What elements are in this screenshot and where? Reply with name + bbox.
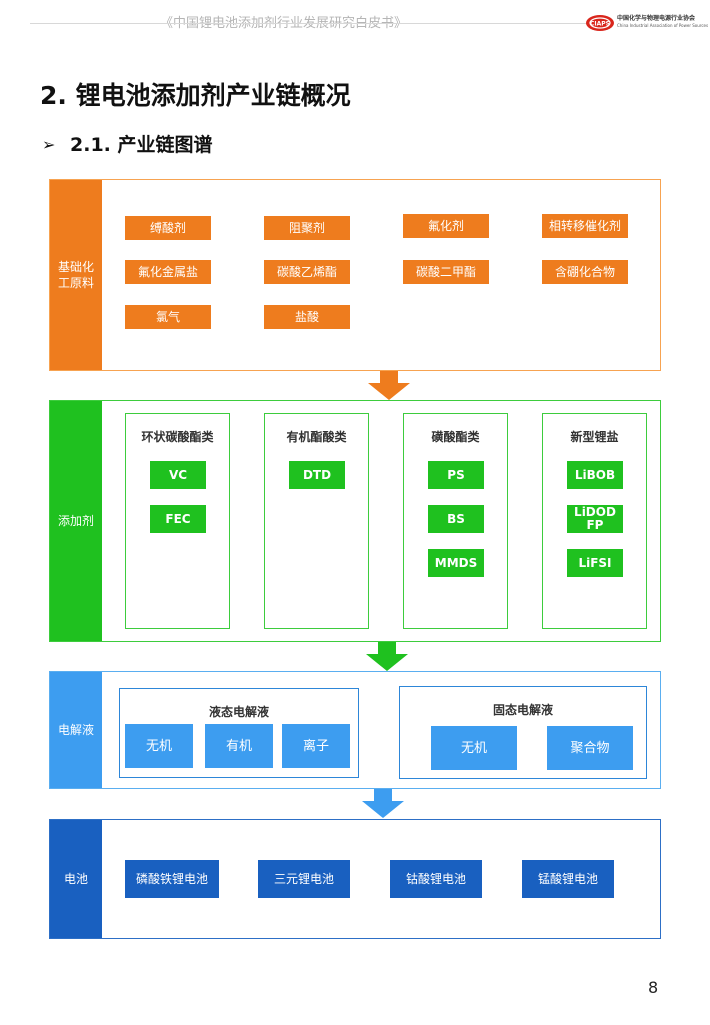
liquid-electrolyte-group: 液态电解液 无机 有机 离子	[119, 688, 359, 778]
document-title: 《中国锂电池添加剂行业发展研究白皮书》	[160, 16, 408, 31]
base-material-chip: 相转移催化剂	[542, 214, 628, 238]
additive-group-new-lithium-salts: 新型锂盐 LiBOB LiDOD FP LiFSI	[542, 413, 647, 629]
battery-section: 电池 磷酸铁锂电池 三元锂电池 钴酸锂电池 锰酸锂电池	[49, 819, 661, 939]
liquid-electrolyte-title: 液态电解液	[208, 705, 269, 719]
electrolyte-chip: 聚合物	[547, 726, 633, 770]
solid-electrolyte-group: 固态电解液 无机 聚合物	[399, 686, 647, 779]
additive-chip: MMDS	[428, 549, 484, 577]
additive-group-title: 有机酯酸类	[286, 430, 347, 444]
additive-chip: VC	[150, 461, 206, 489]
additive-chip: FEC	[150, 505, 206, 533]
additive-chip: LiDOD FP	[567, 505, 623, 533]
subsection-heading: 2.1. 产业链图谱	[70, 134, 213, 156]
base-material-chip: 碳酸乙烯酯	[264, 260, 350, 284]
battery-label: 电池	[50, 820, 102, 938]
solid-electrolyte-title: 固态电解液	[492, 703, 553, 717]
association-logo: CIAPS	[586, 15, 614, 31]
section-heading: 2. 锂电池添加剂产业链概况	[40, 81, 351, 110]
base-material-chip: 阻聚剂	[264, 216, 350, 240]
additive-chip: PS	[428, 461, 484, 489]
base-material-chip: 缚酸剂	[125, 216, 211, 240]
base-material-chip: 碳酸二甲酯	[403, 260, 489, 284]
electrolyte-chip: 有机	[205, 724, 273, 768]
base-material-chip: 氯气	[125, 305, 211, 329]
battery-chip: 锰酸锂电池	[522, 860, 614, 898]
electrolyte-chip: 离子	[282, 724, 350, 768]
base-material-chip: 含硼化合物	[542, 260, 628, 284]
association-name-en: China Industrial Association of Power So…	[617, 23, 709, 28]
electrolyte-chip: 无机	[125, 724, 193, 768]
additive-group-sulfonates: 磺酸酯类 PS BS MMDS	[403, 413, 508, 629]
base-material-chip: 氟化金属盐	[125, 260, 211, 284]
additive-chip: DTD	[289, 461, 345, 489]
additives-section: 添加剂 环状碳酸酯类 VC FEC 有机酯酸类 DTD 磺酸酯类 PS BS M…	[49, 400, 661, 642]
additive-group-title: 磺酸酯类	[431, 430, 480, 444]
additive-group-cyclic-carbonates: 环状碳酸酯类 VC FEC	[125, 413, 230, 629]
electrolyte-section: 电解液 液态电解液 无机 有机 离子 固态电解液 无机 聚合物	[49, 671, 661, 789]
battery-chip: 钴酸锂电池	[390, 860, 482, 898]
additive-chip: LiBOB	[567, 461, 623, 489]
association-name: 中国化学与物理电源行业协会 China Industrial Associati…	[617, 15, 708, 29]
electrolyte-chip: 无机	[431, 726, 517, 770]
flow-arrow-down-icon	[368, 371, 410, 400]
additive-group-organic-esters: 有机酯酸类 DTD	[264, 413, 369, 629]
base-material-chip: 盐酸	[264, 305, 350, 329]
flow-arrow-down-icon	[362, 789, 404, 818]
page-number: 8	[648, 978, 659, 997]
additive-chip: BS	[428, 505, 484, 533]
additive-chip: LiFSI	[567, 549, 623, 577]
additive-group-title: 新型锂盐	[570, 430, 619, 444]
additives-label: 添加剂	[50, 401, 102, 641]
header-divider	[30, 23, 590, 24]
additive-group-title: 环状碳酸酯类	[141, 430, 214, 444]
association-name-cn: 中国化学与物理电源行业协会	[617, 15, 696, 22]
subsection-marker-icon: ➢	[42, 135, 56, 154]
base-material-chip: 氟化剂	[403, 214, 489, 238]
electrolyte-label: 电解液	[50, 672, 102, 788]
base-materials-section: 基础化 工原料 缚酸剂 阻聚剂 氟化剂 相转移催化剂 氟化金属盐 碳酸乙烯酯 碳…	[49, 179, 661, 371]
svg-text:CIAPS: CIAPS	[590, 21, 610, 28]
battery-chip: 磷酸铁锂电池	[125, 860, 219, 898]
flow-arrow-down-icon	[366, 642, 408, 671]
battery-chip: 三元锂电池	[258, 860, 350, 898]
base-materials-label: 基础化 工原料	[50, 180, 102, 370]
